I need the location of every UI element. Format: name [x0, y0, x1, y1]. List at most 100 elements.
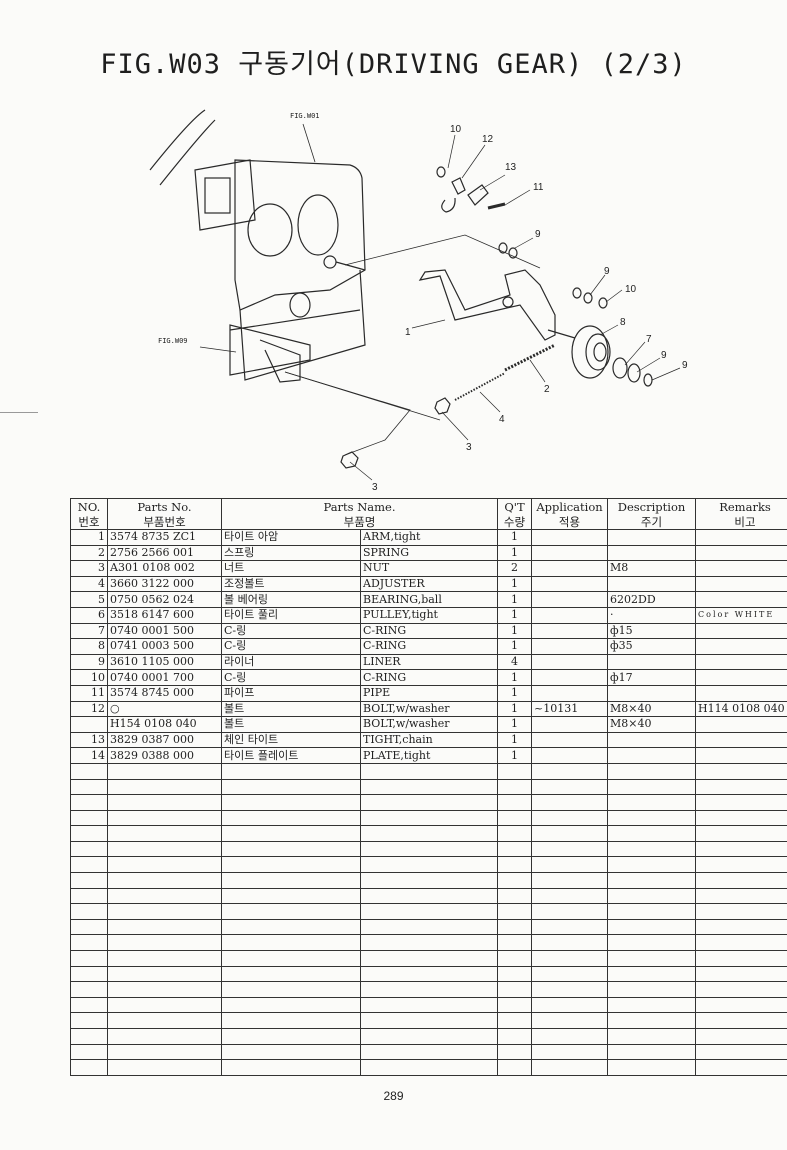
callout-labels: 10 12 13 11 9 9 10 8 7 9 9 1 2 4 3 3 [372, 124, 688, 493]
blank-cell [221, 903, 361, 920]
row-remarks [695, 591, 787, 608]
row-qty: 1 [497, 638, 533, 655]
row-qty: 1 [497, 684, 533, 702]
blank-row [70, 809, 787, 827]
blank-cell [695, 1012, 787, 1029]
blank-cell [221, 965, 361, 983]
blank-row [70, 825, 787, 842]
blank-cell [695, 856, 787, 874]
blank-row [70, 762, 787, 780]
row-application [531, 684, 609, 702]
tight-plate [467, 184, 489, 206]
blank-cell [497, 1028, 533, 1045]
blank-cell [359, 1012, 499, 1029]
blank-cell [607, 887, 697, 905]
row-no: 4 [70, 575, 108, 593]
blank-cell [107, 887, 222, 905]
blank-cell [607, 918, 697, 936]
blank-cell [359, 1059, 499, 1076]
blank-cell [531, 887, 609, 905]
blank-cell [107, 903, 222, 920]
row-qty: 1 [497, 747, 533, 764]
row-part-no: 2756 2566 001 [107, 544, 222, 562]
row-remarks [695, 575, 787, 593]
row-part-no: 0741 0003 500 [107, 638, 222, 655]
row-name-kr: C-링 [221, 638, 361, 655]
page-title: FIG.W03 구동기어(DRIVING GEAR) (2/3) [100, 49, 687, 80]
blank-cell [497, 762, 533, 780]
blank-cell [497, 872, 533, 889]
callout-1: 1 [405, 327, 411, 338]
blank-cell [695, 1059, 787, 1076]
row-no: 1 [70, 529, 108, 546]
col-description-kr: 주기 [607, 514, 697, 530]
row-application [531, 606, 609, 624]
blank-cell [607, 1012, 697, 1029]
row-name-kr: 스프링 [221, 544, 361, 562]
row-application [531, 669, 609, 686]
callout-7: 9 [682, 360, 688, 371]
row-no: 12 [70, 700, 108, 718]
blank-cell [70, 918, 108, 936]
blank-cell [221, 872, 361, 889]
parts-table: NO. Parts No. Parts Name. Q'T Applicatio… [70, 498, 787, 1076]
row-application [531, 529, 609, 546]
row-qty: 1 [497, 575, 533, 593]
blank-cell [531, 1028, 609, 1045]
row-name-en: TIGHT,chain [359, 731, 499, 749]
blank-cell [359, 950, 499, 967]
blank-cell [497, 1043, 533, 1061]
row-remarks [695, 653, 787, 671]
row-name-en: PIPE [359, 684, 499, 702]
blank-cell [531, 809, 609, 827]
blank-cell [695, 950, 787, 967]
col-qty: Q'T [497, 498, 533, 514]
blank-cell [695, 809, 787, 827]
callout-3a: 3 [466, 442, 472, 453]
blank-cell [221, 762, 361, 780]
row-application [531, 638, 609, 655]
blank-cell [359, 840, 499, 858]
row-description [607, 747, 697, 764]
blank-cell [695, 887, 787, 905]
callout-8: 9 [661, 350, 667, 361]
row-name-kr: 조정볼트 [221, 575, 361, 593]
callout-9b: 9 [604, 266, 610, 277]
row-part-no: 3829 0388 000 [107, 747, 222, 764]
row-application [531, 591, 609, 608]
row-description [607, 653, 697, 671]
blank-cell [497, 1059, 533, 1076]
col-parts-name: Parts Name. [220, 498, 499, 514]
blank-cell [607, 762, 697, 780]
blank-cell [107, 825, 222, 842]
blank-cell [107, 809, 222, 827]
row-application [531, 716, 609, 733]
row-no: 8 [70, 638, 108, 655]
liner-b [572, 287, 582, 299]
col-remarks-kr: 비고 [695, 514, 787, 530]
blank-cell [607, 950, 697, 967]
row-qty: 1 [497, 544, 533, 562]
blank-cell [107, 1043, 222, 1061]
blank-row [70, 918, 787, 936]
blank-cell [70, 794, 108, 811]
blank-cell [531, 996, 609, 1014]
blank-cell [70, 981, 108, 998]
callout-4: 4 [499, 414, 505, 425]
callout-14: 13 [505, 162, 517, 173]
blank-cell [359, 934, 499, 952]
blank-cell [531, 856, 609, 874]
blank-cell [497, 809, 533, 827]
blank-cell [531, 981, 609, 998]
blank-cell [107, 934, 222, 952]
col-qty-kr: 수량 [497, 514, 533, 530]
row-no: 9 [70, 653, 108, 671]
blank-cell [70, 996, 108, 1014]
blank-cell [221, 840, 361, 858]
bolt-washer [487, 202, 506, 210]
tight-pulley [571, 325, 609, 379]
blank-cell [359, 762, 499, 780]
blank-cell [695, 996, 787, 1014]
